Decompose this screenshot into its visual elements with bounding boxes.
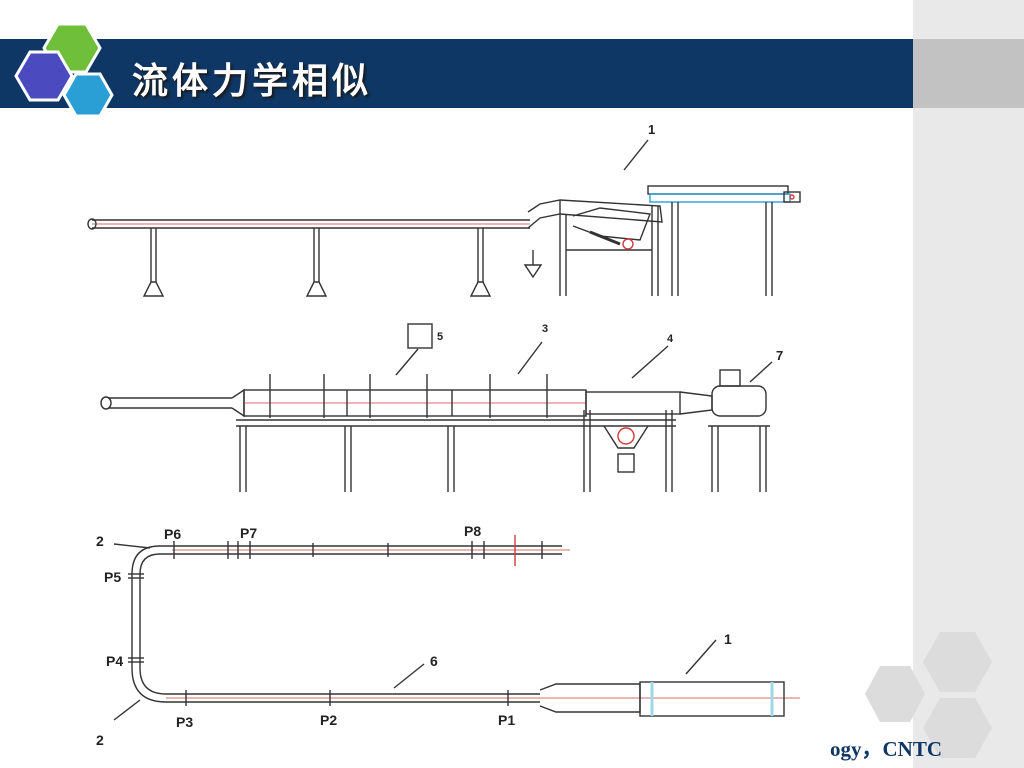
hexagon-decoration-icon xyxy=(865,632,992,758)
top-view-drawing xyxy=(87,139,801,297)
label-top-1: 1 xyxy=(648,122,655,137)
label-p8: P8 xyxy=(464,523,481,539)
label-p6: P6 xyxy=(164,526,181,542)
label-p3: P3 xyxy=(176,714,193,730)
label-bottom-2-lower: 2 xyxy=(96,732,104,748)
footer-text: ogy，CNTC xyxy=(829,737,942,761)
label-p1: P1 xyxy=(498,712,515,728)
slide-title: 流体力学相似 xyxy=(132,61,373,102)
label-bottom-1: 1 xyxy=(724,631,732,647)
middle-view-drawing xyxy=(100,323,773,492)
bottom-view-drawing xyxy=(113,535,800,721)
label-p7: P7 xyxy=(240,525,257,541)
label-middle-5: 5 xyxy=(437,331,443,343)
hexagon-logo-icon xyxy=(14,22,114,118)
label-p4: P4 xyxy=(106,653,123,669)
label-bottom-6: 6 xyxy=(430,653,438,669)
label-bottom-2-upper: 2 xyxy=(96,533,104,549)
label-middle-4: 4 xyxy=(667,333,674,345)
label-p5: P5 xyxy=(104,569,121,585)
engineering-drawing: 1 5 3 4 7 1 6 2 2 P1 P2 P3 P4 P5 P6 P7 P… xyxy=(87,122,801,748)
label-middle-3: 3 xyxy=(542,323,548,335)
label-middle-7: 7 xyxy=(776,348,783,363)
title-bar xyxy=(0,39,913,108)
title-bar-extension xyxy=(913,39,1024,108)
label-p2: P2 xyxy=(320,712,337,728)
